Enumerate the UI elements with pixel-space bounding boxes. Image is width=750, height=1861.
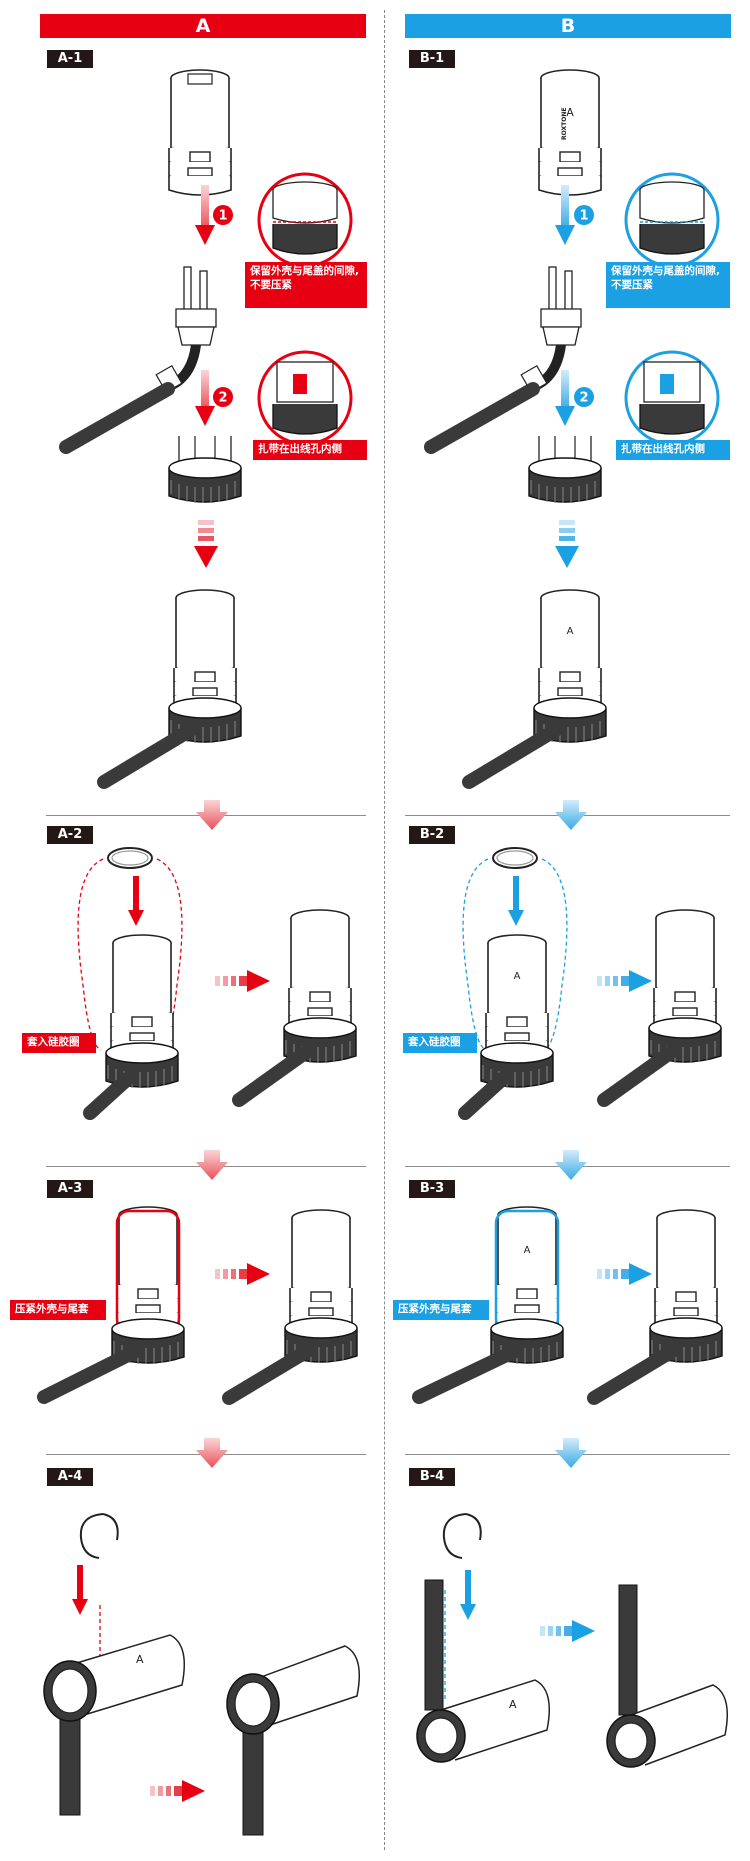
step-label-b4: B-4 xyxy=(409,1468,455,1486)
connector-after xyxy=(232,909,357,1107)
down-arrow xyxy=(195,370,215,426)
down-arrow xyxy=(555,185,575,245)
connector-pressed: A xyxy=(412,1206,564,1404)
detail-zoom-circle xyxy=(257,172,353,268)
right-arrow xyxy=(540,1620,595,1642)
callout-press-shell: 压紧外壳与尾套 xyxy=(393,1300,489,1320)
tail-cap-illustration xyxy=(528,436,602,504)
pin-letter: A xyxy=(524,1245,531,1256)
down-arrow xyxy=(128,876,144,926)
connector-before: A xyxy=(458,934,554,1120)
column-a-header: A xyxy=(40,14,366,38)
cable-clip xyxy=(79,1513,119,1559)
right-angle-connector: A xyxy=(416,1579,550,1763)
step-label-a4: A-4 xyxy=(47,1468,93,1486)
step-label-a1: A-1 xyxy=(47,50,93,68)
step-label-b1: B-1 xyxy=(409,50,455,68)
step-label-a3: A-3 xyxy=(47,1180,93,1198)
callout-press-shell: 压紧外壳与尾套 xyxy=(10,1300,106,1320)
step-badge-number: 2 xyxy=(218,391,227,406)
pin-letter: A xyxy=(566,106,574,119)
down-arrow xyxy=(195,185,215,245)
step-label-b3: B-3 xyxy=(409,1180,455,1198)
right-angle-connector-final xyxy=(226,1645,360,1836)
connector-pressed xyxy=(37,1206,185,1404)
step-badge: 1 xyxy=(574,205,594,225)
silicone-ring xyxy=(492,847,538,869)
connector-shell-illustration: A ROXTONE xyxy=(538,69,602,196)
transition-arrow xyxy=(196,1150,228,1180)
down-arrow xyxy=(508,876,524,926)
pin-letter: A xyxy=(514,971,521,982)
right-angle-connector: A xyxy=(43,1605,185,1816)
right-arrow xyxy=(597,970,652,992)
detail-zoom-circle xyxy=(624,172,720,268)
assembled-connector: A xyxy=(462,589,607,789)
transition-arrow xyxy=(555,1150,587,1180)
column-b-header: B xyxy=(405,14,731,38)
result-arrow xyxy=(555,520,579,568)
assembled-connector xyxy=(97,589,242,789)
pin-insert-with-cable xyxy=(424,266,582,454)
callout-line-1: 保留外壳与尾盖的间隙, xyxy=(611,265,720,277)
callout-keep-gap: 保留外壳与尾盖的间隙, 不要压紧 xyxy=(245,262,367,308)
right-angle-connector-final xyxy=(606,1584,728,1768)
step-badge: 1 xyxy=(213,205,233,225)
transition-arrow xyxy=(555,800,587,830)
brand-logo: ROXTONE xyxy=(561,108,568,140)
down-arrow xyxy=(72,1565,88,1615)
connector-after xyxy=(597,909,722,1107)
transition-arrow xyxy=(196,1438,228,1468)
step-badge: 2 xyxy=(574,387,594,407)
step-badge-number: 1 xyxy=(218,209,227,224)
dashed-path xyxy=(462,858,568,1051)
callout-tie-inside: 扎带在出线孔内侧 xyxy=(616,440,730,460)
down-arrow xyxy=(555,370,575,426)
right-arrow xyxy=(215,970,270,992)
cable-clip xyxy=(442,1513,482,1559)
step-label-b2: B-2 xyxy=(409,826,455,844)
callout-line-1: 保留外壳与尾盖的间隙, xyxy=(250,265,359,277)
transition-arrow xyxy=(555,1438,587,1468)
step-badge-number: 1 xyxy=(579,209,588,224)
result-arrow xyxy=(194,520,218,568)
tail-cap-illustration xyxy=(168,436,242,504)
down-arrow xyxy=(460,1570,476,1620)
callout-line-2: 不要压紧 xyxy=(250,279,292,291)
connector-before xyxy=(83,934,179,1120)
column-divider xyxy=(384,10,385,1850)
step-badge-number: 2 xyxy=(579,391,588,406)
pin-letter: A xyxy=(136,1653,144,1666)
pin-letter: A xyxy=(567,626,574,637)
callout-silicone-ring: 套入硅胶圈 xyxy=(22,1033,96,1053)
callout-line-2: 不要压紧 xyxy=(611,279,653,291)
detail-zoom-circle xyxy=(624,350,720,446)
transition-arrow xyxy=(196,800,228,830)
step-label-a2: A-2 xyxy=(47,826,93,844)
connector-final xyxy=(222,1209,358,1405)
callout-tie-inside: 扎带在出线孔内侧 xyxy=(253,440,367,460)
pin-letter: A xyxy=(509,1698,517,1711)
right-arrow xyxy=(150,1780,205,1802)
pin-insert-with-cable xyxy=(59,266,217,454)
callout-silicone-ring: 套入硅胶圈 xyxy=(403,1033,477,1053)
step-badge: 2 xyxy=(213,387,233,407)
right-arrow xyxy=(215,1263,270,1285)
connector-final xyxy=(587,1209,723,1405)
silicone-ring xyxy=(107,847,153,869)
right-arrow xyxy=(597,1263,652,1285)
connector-shell-illustration xyxy=(168,69,232,196)
callout-keep-gap: 保留外壳与尾盖的间隙, 不要压紧 xyxy=(606,262,730,308)
detail-zoom-circle xyxy=(257,350,353,446)
